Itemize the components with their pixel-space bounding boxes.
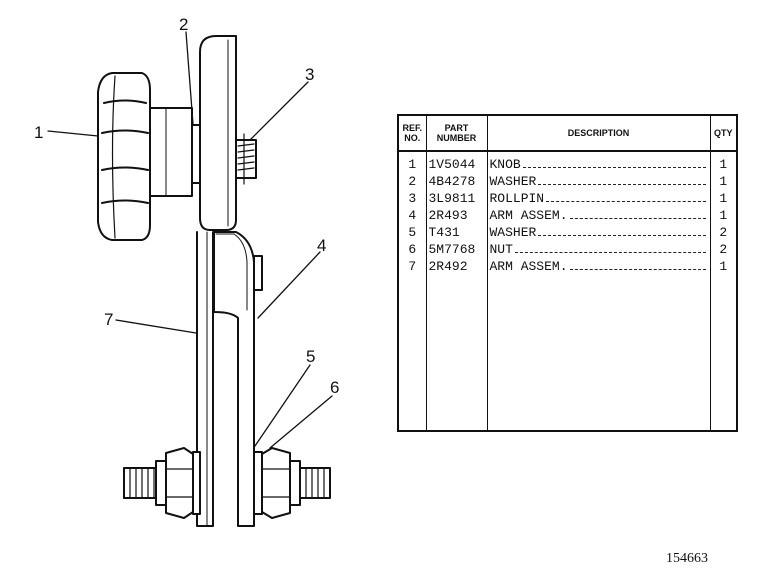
header-qty: QTY [710, 116, 736, 152]
table-row [399, 151, 736, 156]
table-row: 5 T431 WASHER 2 [399, 224, 736, 241]
upper-arm-plate [199, 35, 237, 231]
callout-6: 6 [330, 378, 339, 397]
knob [97, 72, 193, 241]
ref-no: 2 [399, 173, 427, 190]
table-row: 3 3L9811 ROLLPIN 1 [399, 190, 736, 207]
description: ARM ASSEM. [487, 207, 711, 224]
drawing-number: 154663 [666, 551, 708, 566]
table-row: 4 2R493 ARM ASSEM. 1 [399, 207, 736, 224]
part-number: 2R493 [426, 207, 488, 224]
header-ref-no: REF. NO. [399, 116, 427, 152]
qty: 2 [719, 242, 728, 257]
left-fastener [123, 447, 201, 519]
ref-no: 3 [399, 190, 427, 207]
qty: 1 [719, 174, 728, 189]
callout-2: 2 [179, 15, 188, 34]
washer-2 [191, 124, 201, 184]
part-number: 4B4278 [426, 173, 488, 190]
rollpin [235, 133, 257, 185]
table-row: 7 2R492 ARM ASSEM. 1 [399, 258, 736, 275]
callout-3: 3 [305, 65, 314, 84]
callout-4: 4 [317, 236, 326, 255]
callout-7: 7 [104, 310, 113, 329]
right-fastener [253, 447, 331, 519]
callout-1: 1 [34, 123, 43, 142]
arm-assembly-4 [213, 231, 263, 527]
callout-5: 5 [306, 347, 315, 366]
table-header-row: REF. NO. PART NUMBER DESCRIPTION QTY [399, 116, 736, 152]
description: KNOB [487, 156, 711, 173]
table-row: 2 4B4278 WASHER 1 [399, 173, 736, 190]
header-part-number: PART NUMBER [426, 116, 488, 152]
description: WASHER [487, 173, 711, 190]
ref-no: 4 [399, 207, 427, 224]
part-number: 1V5044 [426, 156, 488, 173]
leader-lines [47, 31, 333, 449]
qty: 1 [719, 157, 728, 172]
ref-no: 7 [399, 258, 427, 275]
header-description: DESCRIPTION [487, 116, 711, 152]
ref-no: 6 [399, 241, 427, 258]
qty: 1 [719, 191, 728, 206]
part-number: 3L9811 [426, 190, 488, 207]
description: ARM ASSEM. [487, 258, 711, 275]
table-row: 1 1V5044 KNOB 1 [399, 156, 736, 173]
description: ROLLPIN [487, 190, 711, 207]
part-number: 2R492 [426, 258, 488, 275]
table-filler-row [399, 275, 736, 430]
description: WASHER [487, 224, 711, 241]
description: NUT [487, 241, 711, 258]
table-row: 6 5M7768 NUT 2 [399, 241, 736, 258]
qty: 1 [719, 208, 728, 223]
qty: 2 [719, 225, 728, 240]
part-number: 5M7768 [426, 241, 488, 258]
parts-list-table: REF. NO. PART NUMBER DESCRIPTION QTY 1 1… [397, 114, 738, 432]
part-number: T431 [426, 224, 488, 241]
ref-no: 5 [399, 224, 427, 241]
qty: 1 [719, 259, 728, 274]
ref-no: 1 [399, 156, 427, 173]
